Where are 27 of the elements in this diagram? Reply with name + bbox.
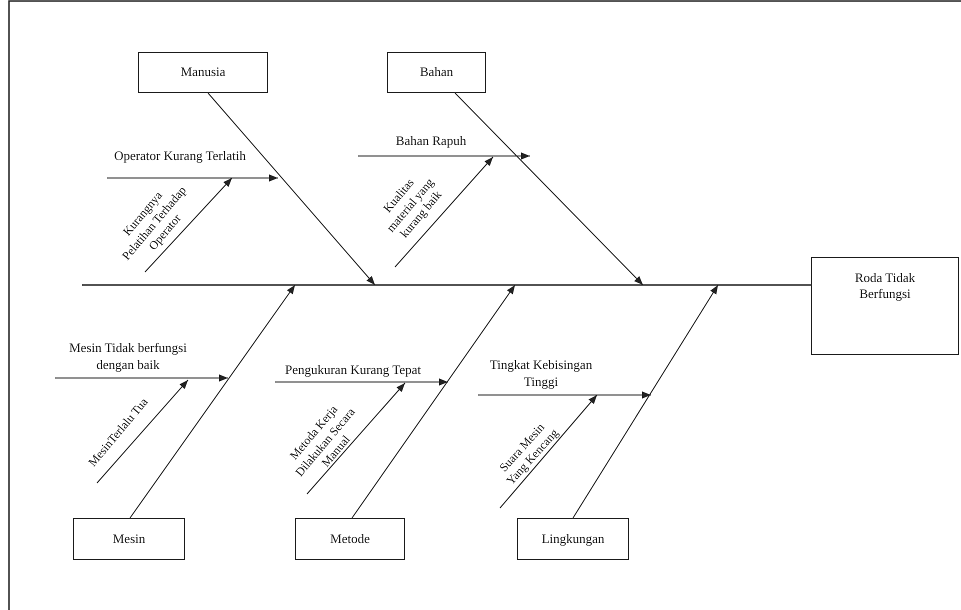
arrow bbox=[352, 284, 516, 518]
arrow bbox=[54, 374, 228, 382]
arrow bbox=[106, 174, 278, 182]
category-box: Manusia bbox=[138, 52, 268, 93]
cause-label: Bahan Rapuh bbox=[356, 128, 506, 155]
arrow bbox=[572, 284, 718, 518]
arrow bbox=[306, 382, 406, 494]
cause-label: Pengukuran Kurang Tepat bbox=[273, 360, 433, 381]
arrow bbox=[130, 284, 296, 518]
arrow bbox=[394, 156, 494, 268]
arrow bbox=[500, 394, 598, 508]
arrow bbox=[208, 92, 376, 286]
cause-label: Operator Kurang Terlatih bbox=[105, 136, 255, 177]
category-box: Bahan bbox=[387, 52, 486, 93]
effect-box: Roda Tidak Berfungsi bbox=[811, 257, 959, 355]
arrow bbox=[454, 92, 644, 286]
arrow bbox=[144, 178, 232, 272]
arrow bbox=[96, 380, 188, 484]
arrow bbox=[358, 152, 530, 160]
cause-label: Tingkat Kebisingan Tinggi bbox=[476, 353, 606, 394]
category-box: Metode bbox=[295, 518, 405, 560]
cause-label: Mesin Tidak berfungsi dengan baik bbox=[53, 336, 203, 377]
arrow bbox=[478, 391, 652, 399]
category-box: Mesin bbox=[73, 518, 185, 560]
category-box: Lingkungan bbox=[517, 518, 629, 560]
arrow bbox=[274, 378, 448, 386]
spine-line bbox=[82, 284, 811, 286]
